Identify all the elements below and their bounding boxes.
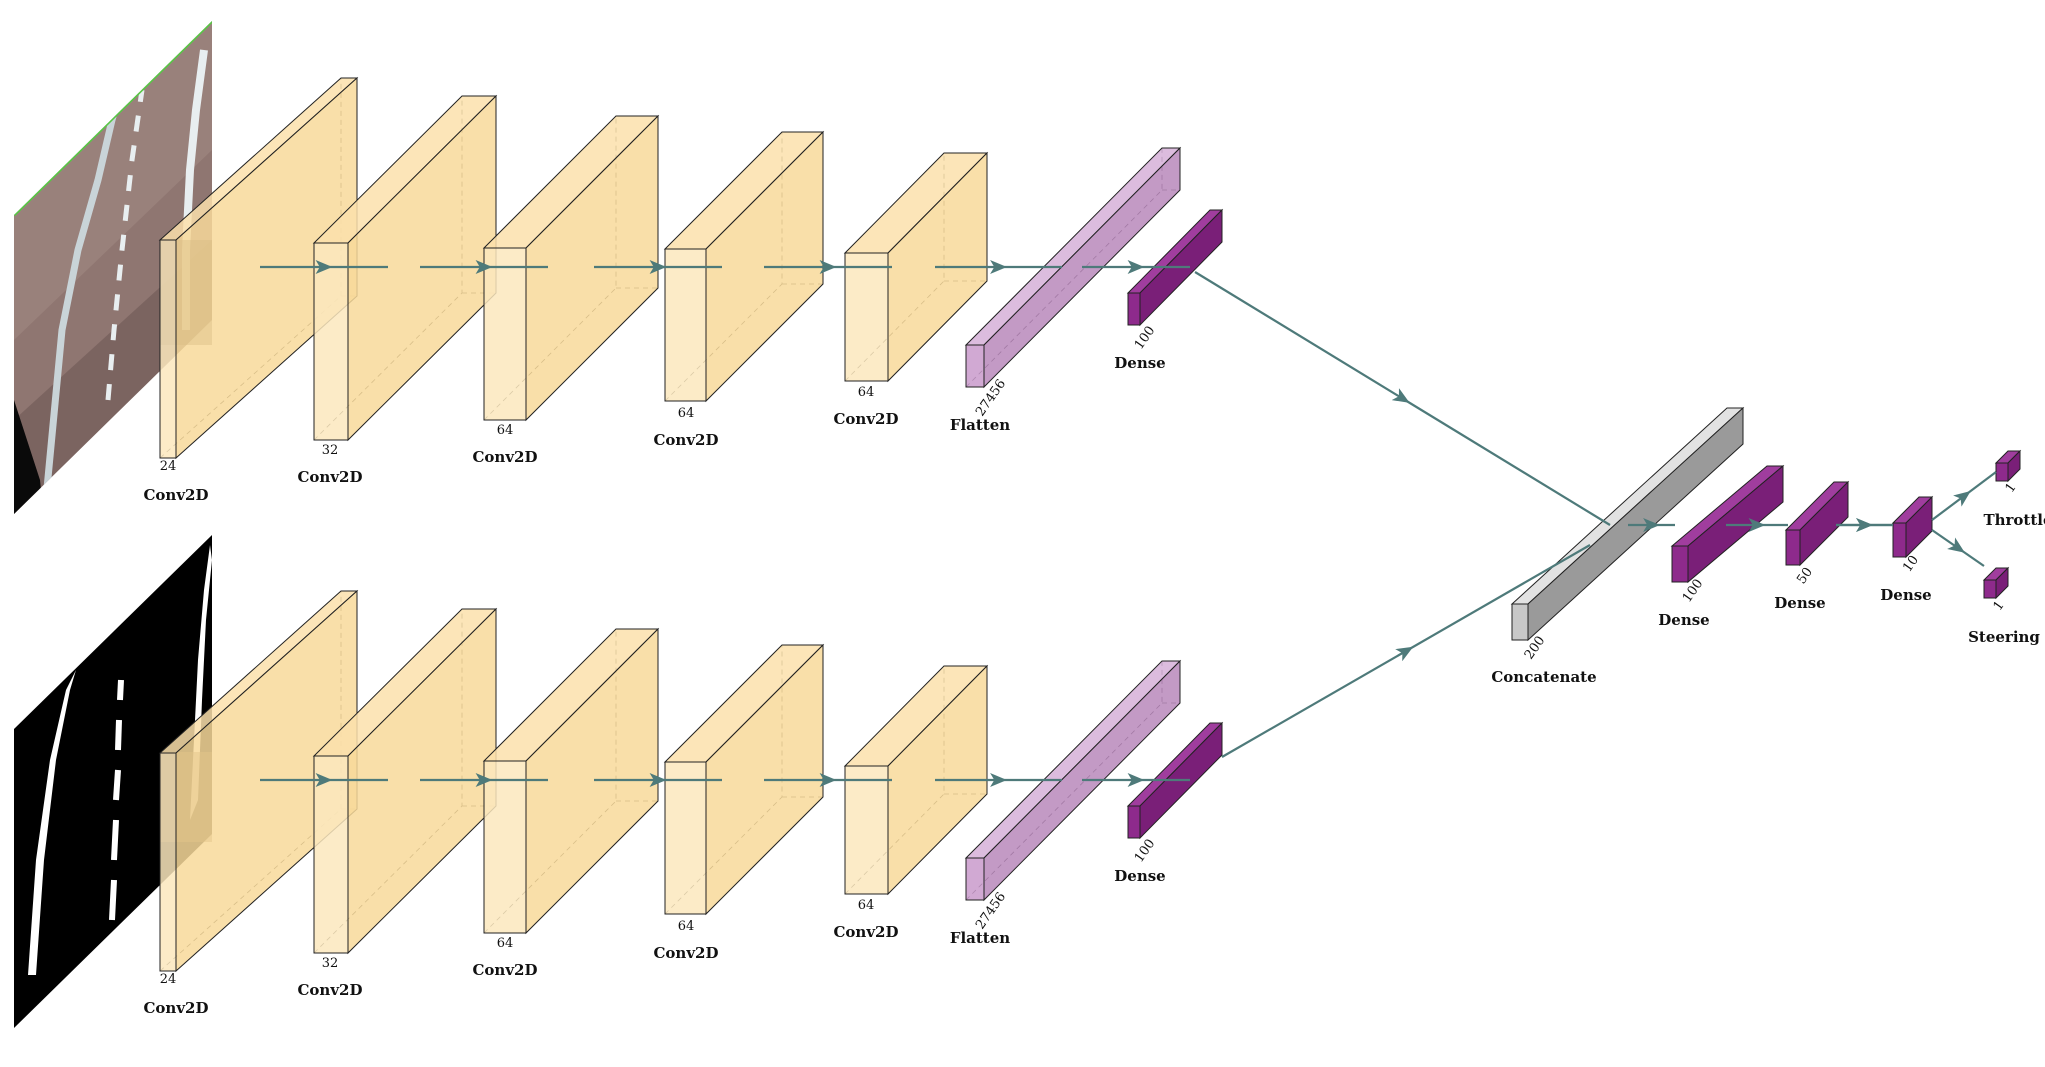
bottom-conv2d-layer-3 [482,627,660,935]
top-conv2d-label-5: Conv2D [833,410,898,428]
bottom-conv2d-dim-1: 24 [160,972,177,987]
merge-dense-label-3: Dense [1880,586,1931,604]
top-conv2d-label-2: Conv2D [297,468,362,486]
output-steering-dim: 1 [1991,598,2008,613]
top-conv2d-dim-1: 24 [160,459,177,474]
merge-dense-dim-2: 50 [1794,565,1816,587]
output-throttle-layer [1994,449,2022,483]
output-throttle-label: Throttle [1983,511,2045,529]
top-conv2d-label-1: Conv2D [143,486,208,504]
top-conv2d-dim-3: 64 [497,423,514,438]
bottom-conv2d-dim-3: 64 [497,936,514,951]
output-steering-layer [1982,566,2010,600]
top-conv2d-dim-2: 32 [322,443,339,458]
merge-dense-layer-2 [1784,480,1850,567]
top-conv2d-layer-3 [482,114,660,422]
top-flatten-label: Flatten [950,416,1010,434]
merge-dense-label-2: Dense [1774,594,1825,612]
top-dense-label: Dense [1114,354,1165,372]
bottom-conv2d-dim-2: 32 [322,956,339,971]
top-conv2d-label-4: Conv2D [653,431,718,449]
bottom-conv2d-label-3: Conv2D [472,961,537,979]
merge-dense-layer-3 [1891,495,1934,559]
top-conv2d-dim-4: 64 [678,406,695,421]
to-steering-arrow [1931,529,1985,567]
bottom-conv2d-label-4: Conv2D [653,944,718,962]
bottom-conv2d-dim-4: 64 [678,919,695,934]
output-steering-label: Steering [1968,628,2040,646]
output-throttle-dim: 1 [2003,480,2020,495]
bottom-flatten-label: Flatten [950,929,1010,947]
top-conv2d-label-3: Conv2D [472,448,537,466]
bottom-conv2d-label-5: Conv2D [833,923,898,941]
bottom-to-concat-arrow [1221,544,1591,758]
to-throttle-arrow [1931,471,1997,521]
concatenate-label: Concatenate [1491,668,1596,686]
bottom-dense-dim: 100 [1132,837,1159,866]
top-conv2d-dim-5: 64 [858,385,875,400]
top-to-concat-arrow [1194,271,1611,526]
bottom-conv2d-dim-5: 64 [858,898,875,913]
top-dense-dim: 100 [1132,324,1159,353]
bottom-conv2d-label-2: Conv2D [297,981,362,999]
bottom-conv2d-label-1: Conv2D [143,999,208,1017]
bottom-dense-label: Dense [1114,867,1165,885]
merge-dense-label-1: Dense [1658,611,1709,629]
